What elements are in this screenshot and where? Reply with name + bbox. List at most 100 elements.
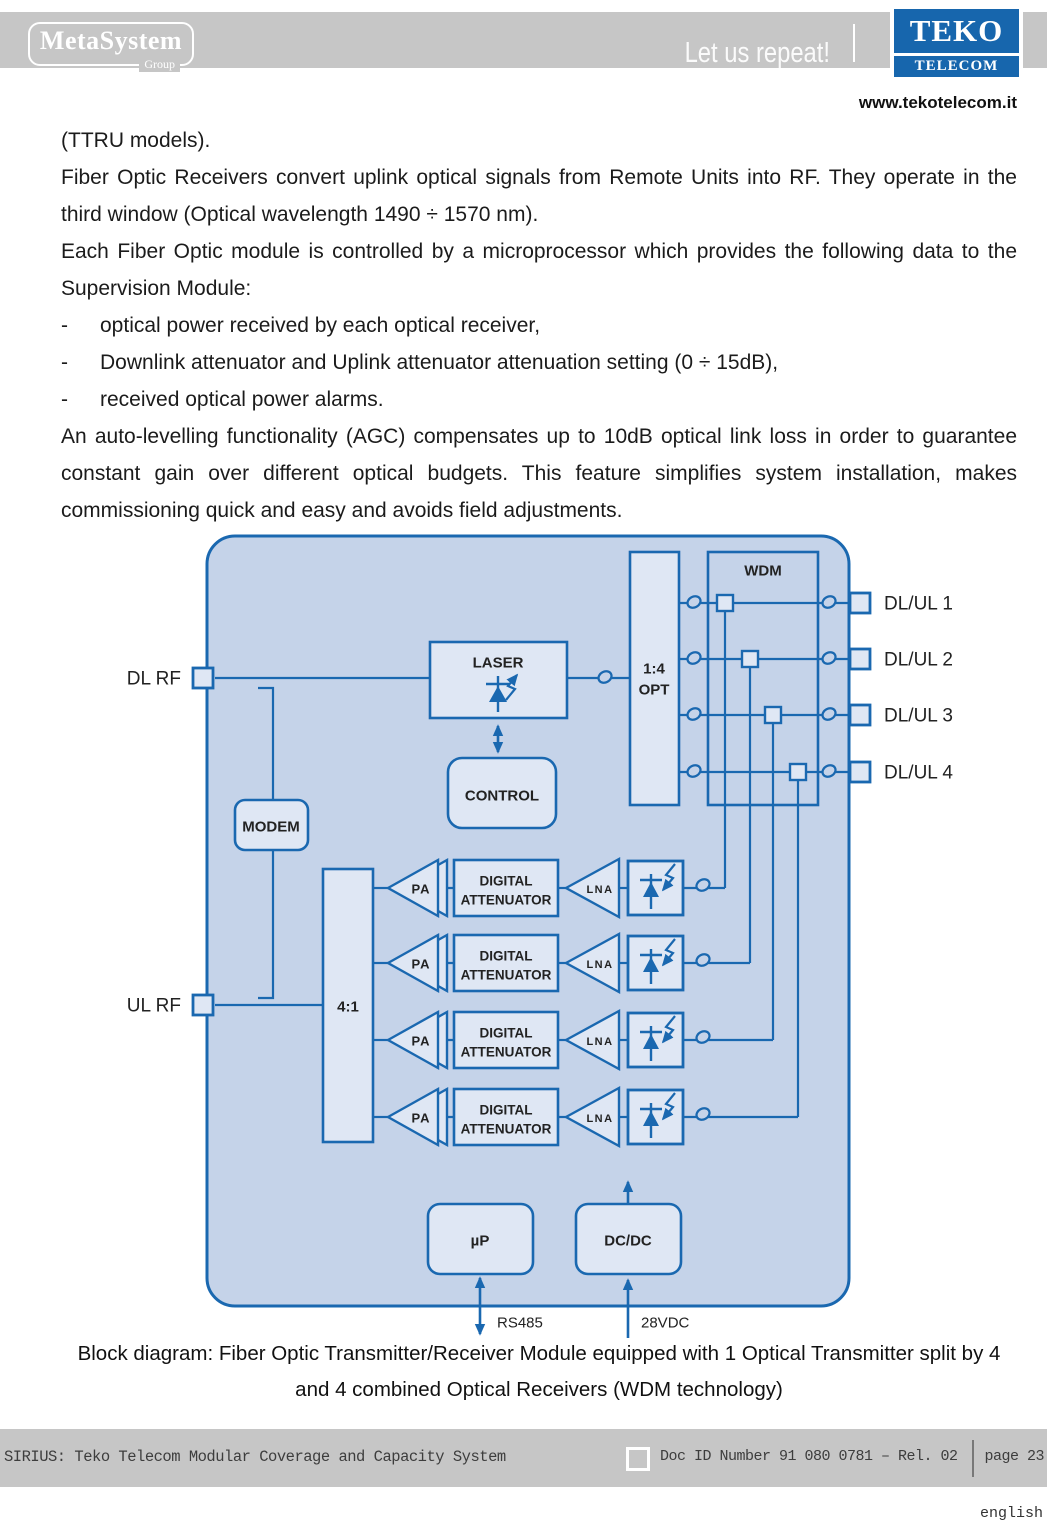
dl-rf-label: DL RF bbox=[127, 669, 181, 690]
paragraph-intro: (TTRU models). bbox=[61, 129, 211, 152]
ul-rf-label: UL RF bbox=[127, 996, 181, 1017]
attenuator-label-1: DIGITAL bbox=[480, 1026, 533, 1041]
diagram-boxes bbox=[233, 550, 820, 1276]
combiner-label: 4:1 bbox=[337, 998, 359, 1015]
paragraph-agc: An auto-levelling functionality (AGC) co… bbox=[61, 425, 1017, 522]
list-item-text: Downlink attenuator and Uplink attenuato… bbox=[100, 351, 779, 374]
header-divider bbox=[853, 24, 855, 62]
lna-amplifier bbox=[563, 1008, 621, 1072]
dlul-label: DL/UL 4 bbox=[884, 763, 953, 784]
lna-label: LNA bbox=[586, 884, 613, 896]
microprocessor-box bbox=[426, 1202, 535, 1276]
lna-label: LNA bbox=[586, 1036, 613, 1048]
body-text: (TTRU models). Fiber Optic Receivers con… bbox=[61, 122, 1017, 529]
attenuator-label-1: DIGITAL bbox=[480, 874, 533, 889]
wdm-box bbox=[706, 550, 820, 807]
arrows bbox=[474, 724, 634, 1338]
list-item: - Downlink attenuator and Uplink attenua… bbox=[61, 344, 1017, 381]
teko-logo: TEKO TELECOM bbox=[890, 5, 1023, 81]
lna-label: LNA bbox=[586, 959, 613, 971]
laser-label: LASER bbox=[473, 654, 524, 671]
control-box bbox=[446, 756, 558, 830]
block-diagram: DL RF UL RF LASER CONTROL MODEM 4:1 1:4 … bbox=[127, 534, 953, 1338]
pa-label: PA bbox=[411, 882, 430, 897]
bullet-marker: - bbox=[61, 351, 68, 374]
rs485-label: RS485 bbox=[497, 1314, 543, 1331]
edge-ports bbox=[191, 591, 872, 1017]
vdc-label: 28VDC bbox=[641, 1314, 690, 1331]
paragraph-receivers: Fiber Optic Receivers convert uplink opt… bbox=[61, 166, 1017, 226]
attenuator-box bbox=[452, 1010, 560, 1070]
wdm-couplers bbox=[715, 593, 808, 782]
connection-lines bbox=[215, 601, 849, 1119]
attenuator-box bbox=[452, 1087, 560, 1147]
bullet-marker: - bbox=[61, 314, 68, 337]
metasystem-group-label: Group bbox=[139, 57, 180, 72]
teko-logo-bottom: TELECOM bbox=[894, 56, 1019, 77]
modem-label: MODEM bbox=[242, 818, 300, 835]
photodiode-box bbox=[626, 934, 685, 992]
photodiode-box bbox=[626, 1011, 685, 1069]
pa-label: PA bbox=[411, 1111, 430, 1126]
lna-label: LNA bbox=[586, 1113, 613, 1125]
attenuator-label-2: ATTENUATOR bbox=[461, 1045, 552, 1060]
pa-label: PA bbox=[411, 957, 430, 972]
photodiode-box bbox=[626, 1088, 685, 1146]
attenuator-label-2: ATTENUATOR bbox=[461, 968, 552, 983]
dlul-port bbox=[848, 647, 872, 671]
dlul-label: DL/UL 1 bbox=[884, 594, 953, 615]
wdm-label: WDM bbox=[744, 562, 782, 579]
lna-amplifier bbox=[563, 931, 621, 995]
footer-doc-id: Doc ID Number 91 080 0781 – Rel. 02 bbox=[660, 1448, 958, 1465]
attenuator-label-1: DIGITAL bbox=[480, 1103, 533, 1118]
dlul-port bbox=[848, 591, 872, 615]
dl-rf-port bbox=[191, 666, 215, 690]
photodiode-icons bbox=[640, 863, 676, 1138]
metasystem-brand: MetaSystem bbox=[39, 26, 183, 55]
attenuator-box bbox=[452, 858, 560, 918]
attenuator-label-1: DIGITAL bbox=[480, 949, 533, 964]
teko-logo-top: TEKO bbox=[894, 9, 1019, 53]
dlul-label: DL/UL 3 bbox=[884, 706, 953, 727]
list-item-text: received optical power alarms. bbox=[100, 388, 384, 411]
language-label: english bbox=[979, 1505, 1043, 1522]
paragraph-microprocessor: Each Fiber Optic module is controlled by… bbox=[61, 240, 1017, 300]
website-url: www.tekotelecom.it bbox=[858, 93, 1017, 112]
attenuator-box bbox=[452, 933, 560, 993]
list-item: - received optical power alarms. bbox=[61, 381, 1017, 418]
footer-band: SIRIUS: Teko Telecom Modular Coverage an… bbox=[0, 1429, 1047, 1487]
microprocessor-label: µP bbox=[471, 1232, 490, 1249]
modem-box bbox=[233, 798, 310, 852]
attenuator-label-2: ATTENUATOR bbox=[461, 893, 552, 908]
dlul-label: DL/UL 2 bbox=[884, 650, 953, 671]
footer-page-number: page 23 bbox=[984, 1448, 1044, 1465]
optical-connectors bbox=[597, 595, 837, 1121]
footer-square-icon bbox=[626, 1447, 650, 1471]
figure-caption: Block diagram: Fiber Optic Transmitter/R… bbox=[77, 1342, 1001, 1401]
photodiode-box bbox=[626, 859, 685, 917]
lna-amplifier bbox=[563, 856, 621, 920]
optical-splitter-box bbox=[628, 550, 681, 807]
dlul-port bbox=[848, 760, 872, 784]
footer-title: SIRIUS: Teko Telecom Modular Coverage an… bbox=[4, 1448, 506, 1466]
dcdc-label: DC/DC bbox=[604, 1232, 652, 1249]
lna-amplifier bbox=[563, 1085, 621, 1149]
list-item: - optical power received by each optical… bbox=[61, 307, 1017, 344]
header-band: MetaSystem Group Let us repeat! bbox=[0, 12, 1047, 72]
control-label: CONTROL bbox=[465, 787, 539, 804]
dlul-port bbox=[848, 703, 872, 727]
bullet-marker: - bbox=[61, 388, 68, 411]
attenuator-label-2: ATTENUATOR bbox=[461, 1122, 552, 1137]
pa-label: PA bbox=[411, 1034, 430, 1049]
list-item-text: optical power received by each optical r… bbox=[100, 314, 541, 337]
laser-diode-icon bbox=[486, 673, 519, 712]
tagline: Let us repeat! bbox=[684, 37, 830, 69]
ul-rf-port bbox=[191, 993, 215, 1017]
amplifier-triangles bbox=[385, 856, 621, 1149]
splitter-label-2: OPT bbox=[639, 681, 670, 698]
splitter-label-1: 1:4 bbox=[643, 660, 665, 677]
dcdc-box bbox=[574, 1202, 683, 1276]
combiner-box bbox=[321, 867, 375, 1144]
footer-divider bbox=[972, 1440, 974, 1477]
